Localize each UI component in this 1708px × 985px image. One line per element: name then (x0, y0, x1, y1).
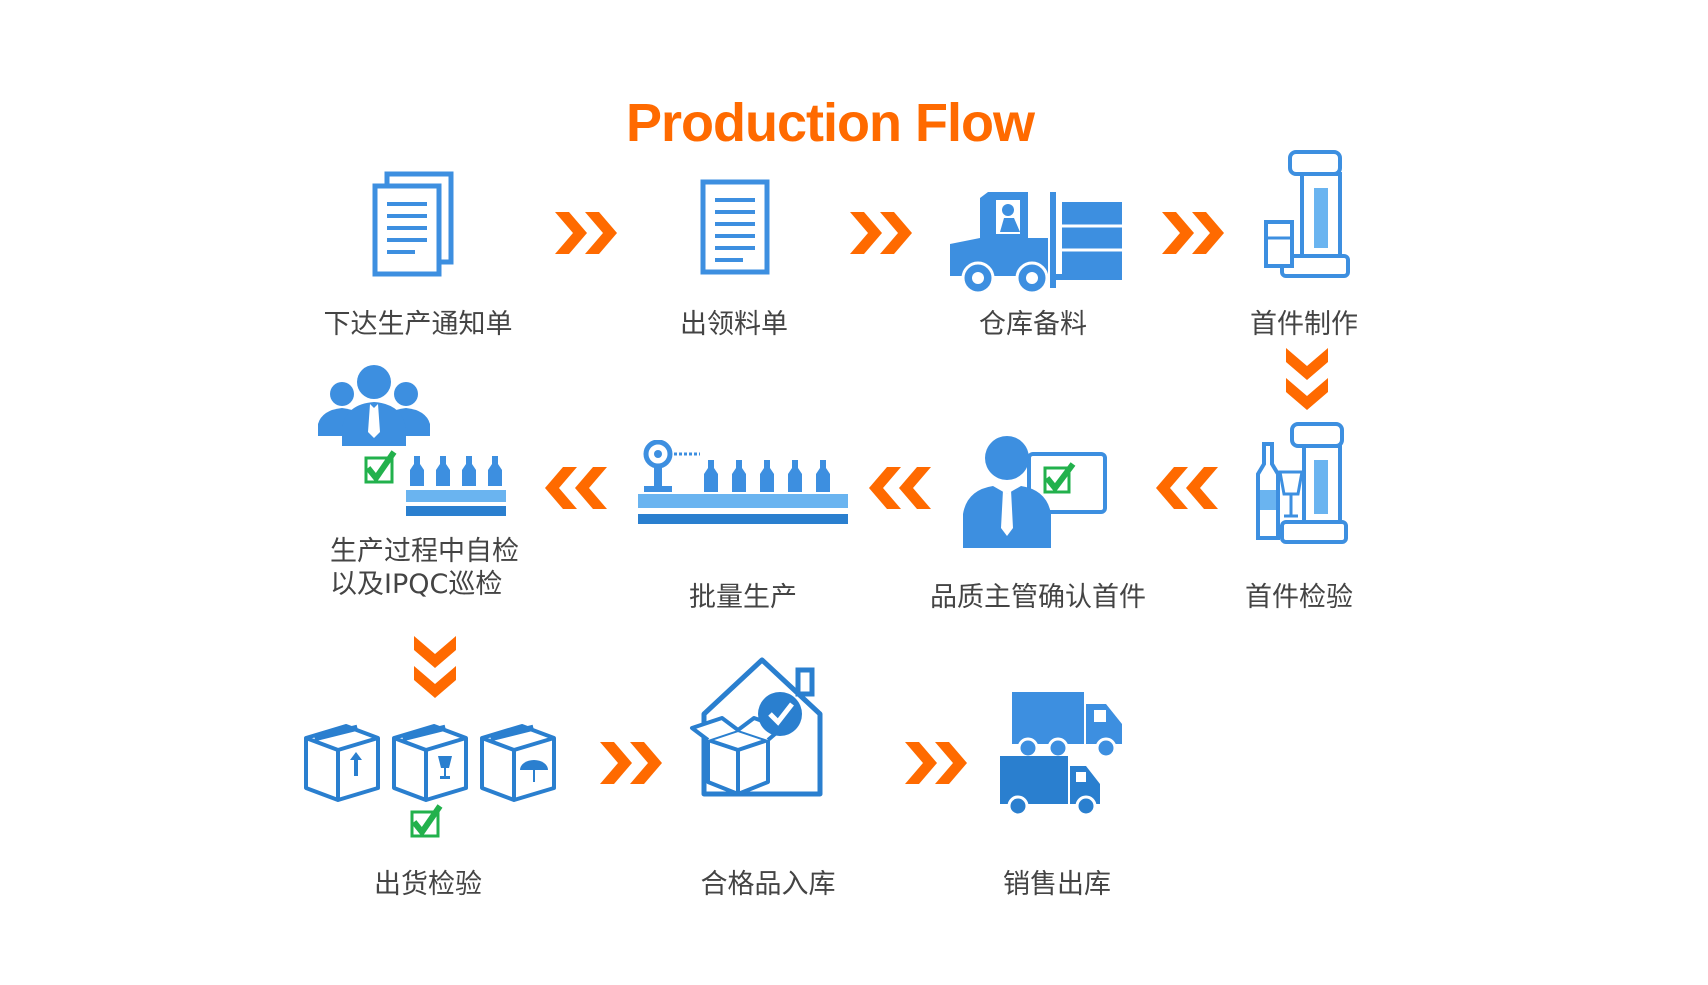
chevron-right-icon (555, 212, 617, 254)
page-title: Production Flow (626, 93, 1035, 153)
step-label-11: 销售出库 (1003, 869, 1111, 900)
warehouse-check-icon (690, 657, 823, 797)
documents-icon (372, 171, 454, 277)
chevron-right-icon (905, 742, 967, 784)
step-label-9: 出货检验 (374, 869, 482, 900)
chevron-left-icon (545, 467, 607, 509)
forklift-icon (950, 192, 1122, 295)
chevron-right-icon (850, 212, 912, 254)
step-label-4: 首件制作 (1250, 309, 1358, 340)
machine-inspection-icon (1256, 422, 1348, 544)
chevron-left-icon (1156, 467, 1218, 509)
supervisor-check-icon (963, 436, 1107, 548)
machine-icon (1264, 150, 1350, 278)
production-line-icon (638, 440, 848, 524)
trucks-icon (1000, 692, 1122, 817)
step-label-10: 合格品入库 (700, 869, 836, 900)
chevron-right-icon (600, 742, 662, 784)
chevron-left-icon (869, 467, 931, 509)
chevron-down-icon (414, 636, 456, 698)
step-label-8-line2: 以及IPQC巡检 (330, 569, 503, 600)
step-label-7: 批量生产 (689, 582, 797, 613)
step-label-6: 品质主管确认首件 (930, 582, 1146, 613)
document-icon (700, 179, 770, 275)
chevron-right-icon (1162, 212, 1224, 254)
boxes-check-icon (304, 724, 556, 838)
step-label-5: 首件检验 (1245, 582, 1353, 613)
step-label-8: 生产过程中自检 以及IPQC巡检 (330, 535, 519, 601)
step-label-2: 出领料单 (680, 309, 788, 340)
step-label-8-line1: 生产过程中自检 (330, 536, 519, 567)
team-inspection-icon (318, 365, 506, 516)
chevron-down-icon (1286, 348, 1328, 410)
step-label-3: 仓库备料 (979, 309, 1087, 340)
step-label-1: 下达生产通知单 (323, 309, 513, 340)
